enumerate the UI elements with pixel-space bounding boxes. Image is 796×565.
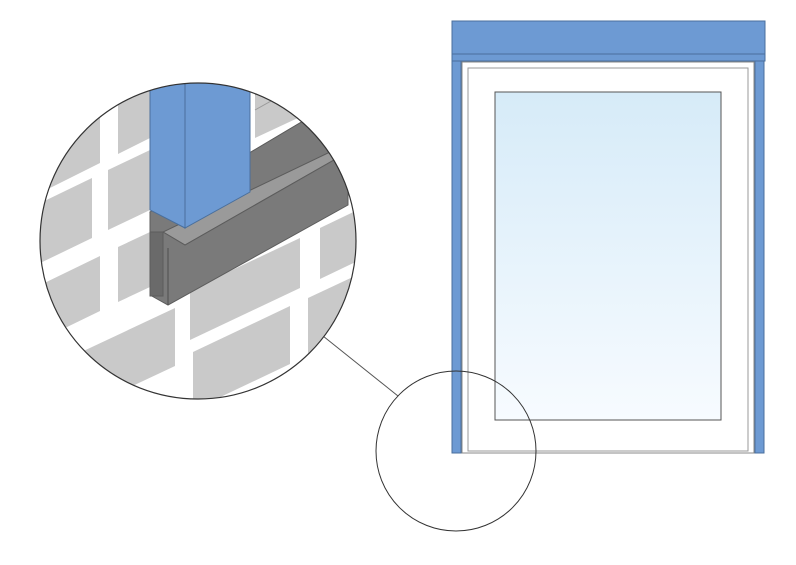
window-elevation <box>451 20 766 454</box>
brick <box>190 238 300 340</box>
detail-leader-line <box>322 335 399 397</box>
guide-rail-closeup <box>149 83 306 229</box>
roller-shutter-box <box>451 20 766 62</box>
magnified-detail <box>40 83 356 399</box>
sill-left-end <box>149 231 164 297</box>
focus-circle <box>375 370 537 532</box>
brick <box>108 150 150 230</box>
magnified-detail-border <box>39 82 357 400</box>
left-guide-rail <box>451 60 462 454</box>
brick <box>118 232 150 302</box>
brick <box>320 204 356 279</box>
brick <box>193 306 290 399</box>
rail-shadow-line <box>254 83 301 96</box>
rail-front-face <box>149 83 186 229</box>
right-guide-rail <box>754 60 765 454</box>
window-glass-pane <box>494 91 722 421</box>
